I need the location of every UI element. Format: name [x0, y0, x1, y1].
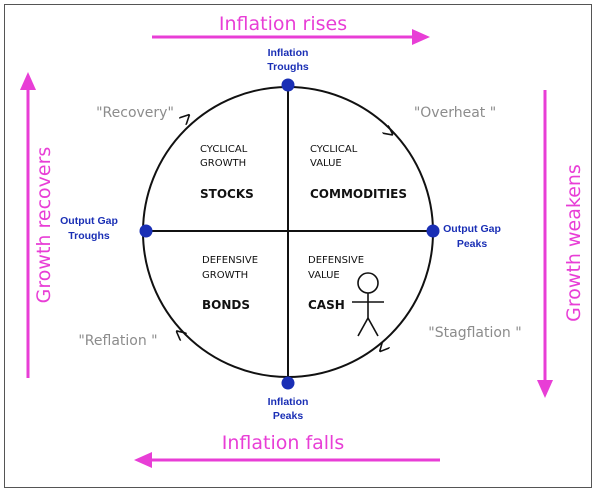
label-growth-recovers: Growth recovers: [33, 147, 55, 304]
point-output-gap-troughs: [139, 224, 153, 238]
stick-figure-icon: [352, 272, 384, 337]
phase-reflation: "Reflation ": [78, 333, 157, 349]
quadrant-top-left-line2: GROWTH: [200, 158, 246, 169]
quadrant-top-right-asset: COMMODITIES: [310, 187, 407, 201]
quadrant-top-right-line2: VALUE: [310, 158, 342, 169]
label-inflation-peaks-1: Inflation: [268, 396, 309, 408]
label-inflation-troughs-2: Troughs: [267, 61, 309, 73]
point-output-gap-peaks: [426, 224, 440, 238]
arrow-inflation-rises: [152, 29, 430, 45]
arrow-growth-weakens: [537, 90, 553, 398]
chevron-recovery-icon: [176, 118, 186, 128]
quadrant-top-right-line1: CYCLICAL: [310, 144, 358, 155]
point-inflation-peaks: [281, 376, 295, 390]
point-inflation-troughs: [281, 78, 295, 92]
arrow-inflation-falls: [134, 452, 440, 468]
phase-stagflation: "Stagflation ": [428, 325, 521, 341]
label-growth-weakens: Growth weakens: [563, 164, 585, 322]
label-output-gap-troughs-2: Troughs: [68, 230, 110, 242]
chevron-stagflation-icon: [383, 337, 393, 348]
label-output-gap-peaks-2: Peaks: [457, 238, 488, 250]
label-output-gap-peaks-1: Output Gap: [443, 223, 501, 235]
phase-recovery: "Recovery": [96, 105, 174, 121]
quadrant-top-left-asset: STOCKS: [200, 187, 254, 201]
quadrant-top-left-line1: CYCLICAL: [200, 144, 248, 155]
quadrant-bottom-right-line1: DEFENSIVE: [308, 255, 364, 266]
label-inflation-falls: Inflation falls: [222, 432, 344, 454]
label-output-gap-troughs-1: Output Gap: [60, 215, 118, 227]
quadrant-bottom-left-line1: DEFENSIVE: [202, 255, 258, 266]
phase-overheat: "Overheat ": [414, 105, 496, 121]
label-inflation-peaks-2: Peaks: [273, 410, 304, 422]
label-inflation-rises: Inflation rises: [219, 13, 347, 35]
quadrant-bottom-right-asset: CASH: [308, 298, 345, 312]
diagram-frame: [4, 4, 592, 488]
arrow-growth-recovers: [20, 72, 36, 378]
quadrant-bottom-left-asset: BONDS: [202, 298, 250, 312]
label-inflation-troughs-1: Inflation: [268, 47, 309, 59]
quadrant-bottom-left-line2: GROWTH: [202, 270, 248, 281]
quadrant-bottom-right-line2: VALUE: [308, 270, 340, 281]
